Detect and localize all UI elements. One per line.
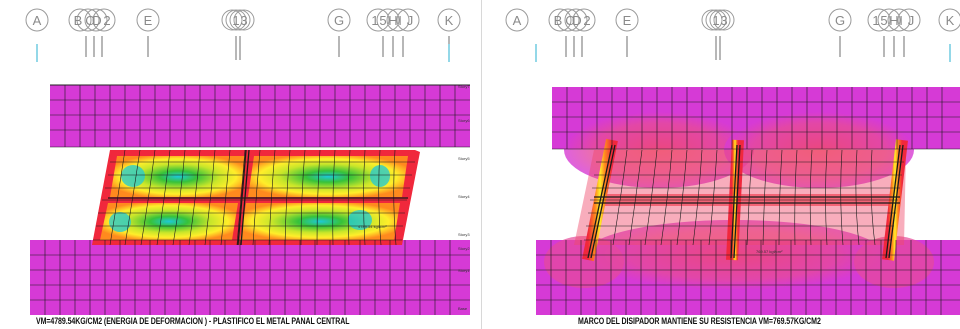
grid-lines-top: [85, 36, 450, 60]
svg-text:A: A: [513, 13, 522, 28]
grid-bubble-b-cluster: B C D 2: [68, 8, 116, 32]
grid-bubble-a: A: [25, 8, 49, 32]
svg-text:A: A: [33, 13, 42, 28]
story-labels: Story7 Story6 Story5 Story4 Story3 Story…: [458, 84, 470, 311]
svg-text:Base: Base: [458, 306, 468, 311]
svg-text:Story4: Story4: [458, 194, 470, 199]
grid-bubble-a: A: [505, 8, 529, 32]
svg-text:5: 5: [379, 13, 386, 28]
svg-text:Story7: Story7: [458, 84, 470, 89]
svg-text:I: I: [398, 13, 402, 28]
svg-text:G: G: [835, 13, 845, 28]
svg-text:2: 2: [103, 13, 110, 28]
grid-bubble-b-cluster: B C D 2: [548, 8, 596, 32]
svg-text:E: E: [623, 13, 632, 28]
right-stress-diagram: A B C D 2 E 1 3 G: [505, 8, 960, 315]
svg-text:K: K: [946, 13, 955, 28]
svg-text:Story5: Story5: [458, 156, 470, 161]
svg-text:1: 1: [872, 13, 879, 28]
grid-cyan-ticks: [535, 44, 951, 62]
left-caption: VM=4789.54KG/CM2 (ENERGIA DE DEFORMACION…: [36, 316, 350, 326]
svg-text:1: 1: [371, 13, 378, 28]
finite-element-mesh: [536, 87, 960, 315]
svg-text:C: C: [85, 13, 94, 28]
svg-text:3: 3: [240, 13, 247, 28]
grid-cyan-ticks: [36, 44, 450, 62]
stress-annotation: 769.57 kgf/cm²: [756, 249, 783, 254]
grid-bubble-g: G: [828, 8, 852, 32]
grid-axis-bubbles: A B C D 2 E 1 3 G: [505, 8, 960, 32]
svg-text:2: 2: [583, 13, 590, 28]
left-stress-panel: A B C D 2 E 1 3 G: [25, 8, 470, 326]
grid-bubble-k: K: [938, 8, 960, 32]
svg-text:1: 1: [232, 13, 239, 28]
grid-bubble-h-cluster: 1 5 H I J: [366, 8, 420, 32]
svg-text:C: C: [565, 13, 574, 28]
svg-text:E: E: [144, 13, 153, 28]
grid-bubble-13-cluster: 1 3: [221, 9, 255, 31]
grid-bubble-g: G: [327, 8, 351, 32]
svg-text:5: 5: [880, 13, 887, 28]
svg-text:Story6: Story6: [458, 118, 470, 123]
grid-lines-top: [565, 36, 905, 60]
stress-annotation: 4789.54 kgf/cm²: [358, 224, 387, 229]
svg-text:D: D: [572, 13, 581, 28]
grid-bubble-k: K: [437, 8, 461, 32]
right-caption: MARCO DEL DISIPADOR MANTIENE SU RESISTEN…: [578, 316, 821, 326]
grid-bubble-e: E: [136, 8, 160, 32]
svg-text:G: G: [334, 13, 344, 28]
grid-bubble-h-cluster: 1 5 H I J: [867, 8, 921, 32]
finite-element-mesh: [30, 85, 470, 315]
svg-text:H: H: [889, 13, 898, 28]
svg-text:K: K: [445, 13, 454, 28]
svg-text:B: B: [74, 13, 83, 28]
bottom-slab: [30, 240, 470, 315]
svg-text:D: D: [92, 13, 101, 28]
svg-text:3: 3: [720, 13, 727, 28]
grid-bubble-13-cluster: 1 3: [701, 9, 735, 31]
left-stress-diagram: A B C D 2 E 1 3 G: [25, 8, 470, 315]
panel-divider: [481, 0, 482, 329]
svg-text:Story3: Story3: [458, 232, 470, 237]
svg-text:I: I: [899, 13, 903, 28]
svg-text:J: J: [908, 13, 915, 28]
svg-text:Story2: Story2: [458, 246, 470, 251]
svg-text:J: J: [407, 13, 414, 28]
right-stress-panel: A B C D 2 E 1 3 G: [484, 0, 960, 329]
svg-text:H: H: [388, 13, 397, 28]
svg-text:1: 1: [712, 13, 719, 28]
grid-bubble-e: E: [615, 8, 639, 32]
grid-axis-bubbles: A B C D 2 E 1 3 G: [25, 8, 461, 32]
svg-text:Story1: Story1: [458, 268, 470, 273]
svg-text:B: B: [554, 13, 563, 28]
